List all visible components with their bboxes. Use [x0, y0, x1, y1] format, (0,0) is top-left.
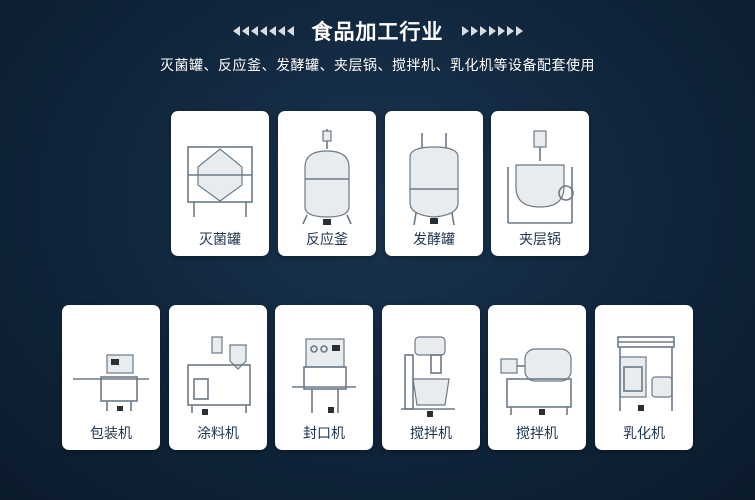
page-title: 食品加工行业 — [311, 20, 444, 44]
equipment-label: 乳化机 — [623, 426, 665, 442]
equipment-label: 搅拌机 — [516, 426, 558, 442]
equipment-card-stand-mixer[interactable]: 搅拌机 — [382, 305, 480, 450]
drum-mixer-icon — [500, 348, 572, 415]
equipment-card-sterilizer[interactable]: 灭菌罐 — [171, 111, 269, 256]
coating-machine-icon — [187, 336, 251, 415]
equipment-label: 灭菌罐 — [199, 232, 241, 248]
equipment-card-reactor[interactable]: 反应釜 — [278, 111, 376, 256]
equipment-label: 包装机 — [90, 426, 132, 442]
equipment-label: 反应釜 — [306, 232, 348, 248]
right-arrows-decoration — [461, 26, 523, 36]
equipment-label: 搅拌机 — [410, 426, 452, 442]
equipment-label: 夹层锅 — [519, 232, 561, 248]
equipment-card-packaging[interactable]: 包装机 — [62, 305, 160, 450]
equipment-label: 发酵罐 — [413, 232, 455, 248]
left-arrows-decoration — [232, 26, 294, 36]
sterilizer-tank-icon — [187, 146, 253, 217]
equipment-label: 封口机 — [303, 426, 345, 442]
equipment-card-jacketed-kettle[interactable]: 夹层锅 — [491, 111, 589, 256]
fermenter-tank-icon — [409, 133, 459, 226]
stand-mixer-icon — [401, 336, 455, 417]
page-subtitle: 灭菌罐、反应釜、发酵罐、夹层锅、搅拌机、乳化机等设备配套使用 — [160, 58, 595, 74]
equipment-card-emulsifier[interactable]: 乳化机 — [595, 305, 693, 450]
sealing-machine-icon — [292, 338, 356, 413]
packaging-machine-icon — [73, 354, 149, 411]
jacketed-kettle-icon — [507, 130, 574, 224]
equipment-card-fermenter[interactable]: 发酵罐 — [385, 111, 483, 256]
equipment-card-sealing[interactable]: 封口机 — [275, 305, 373, 450]
reactor-kettle-icon — [302, 129, 352, 225]
equipment-card-coating[interactable]: 涂料机 — [169, 305, 267, 450]
equipment-card-drum-mixer[interactable]: 搅拌机 — [488, 305, 586, 450]
equipment-label: 涂料机 — [197, 426, 239, 442]
emulsifier-machine-icon — [617, 336, 675, 411]
section-header: 食品加工行业 — [0, 14, 755, 48]
